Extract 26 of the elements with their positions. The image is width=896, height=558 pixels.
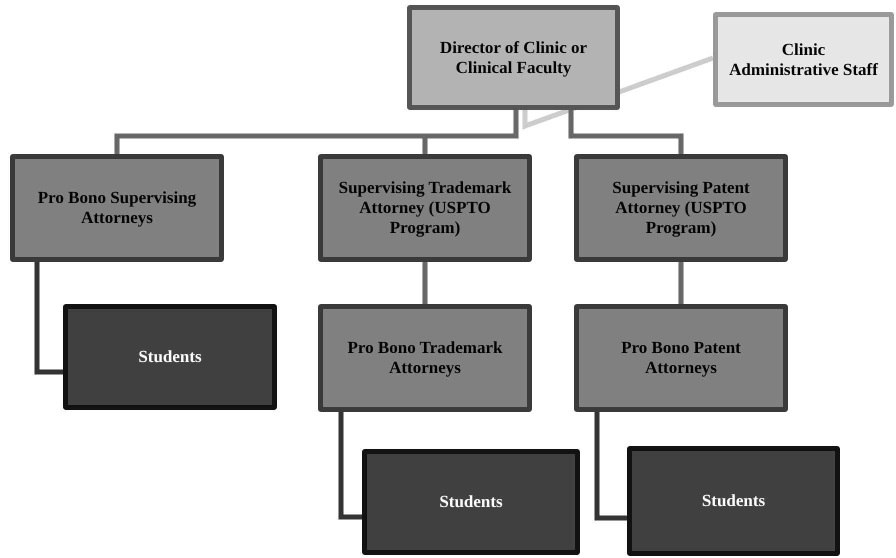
staff-box [713, 12, 894, 107]
students-box [627, 446, 840, 556]
node-label: Students [700, 491, 766, 511]
node-label: Pro Bono Trademark Attorneys [346, 338, 504, 378]
role-box [574, 154, 788, 262]
node-label: Supervising Patent Attorney (USPTO Program) [611, 178, 751, 238]
role-box [574, 304, 788, 412]
node-label: Students [438, 492, 504, 512]
node-label: Pro Bono Supervising Attorneys [36, 188, 198, 228]
students-box [362, 449, 580, 555]
node-label: Supervising Trademark Attorney (USPTO Program) [338, 178, 512, 238]
connector-line [34, 262, 63, 374]
node-label: Clinic Administrative Staff [728, 40, 880, 80]
connector-line [338, 412, 362, 520]
director-box [407, 5, 620, 110]
role-box [10, 154, 224, 262]
node-label: Pro Bono Patent Attorneys [620, 338, 742, 378]
role-box [318, 304, 532, 412]
connector-line [422, 262, 428, 304]
node-label: Director of Clinic or Clinical Faculty [438, 38, 588, 78]
connector-line [594, 412, 627, 520]
students-box [63, 304, 277, 410]
connector-line [678, 262, 684, 304]
node-label: Students [137, 347, 203, 367]
role-box [318, 154, 532, 262]
connector-line [568, 110, 684, 154]
